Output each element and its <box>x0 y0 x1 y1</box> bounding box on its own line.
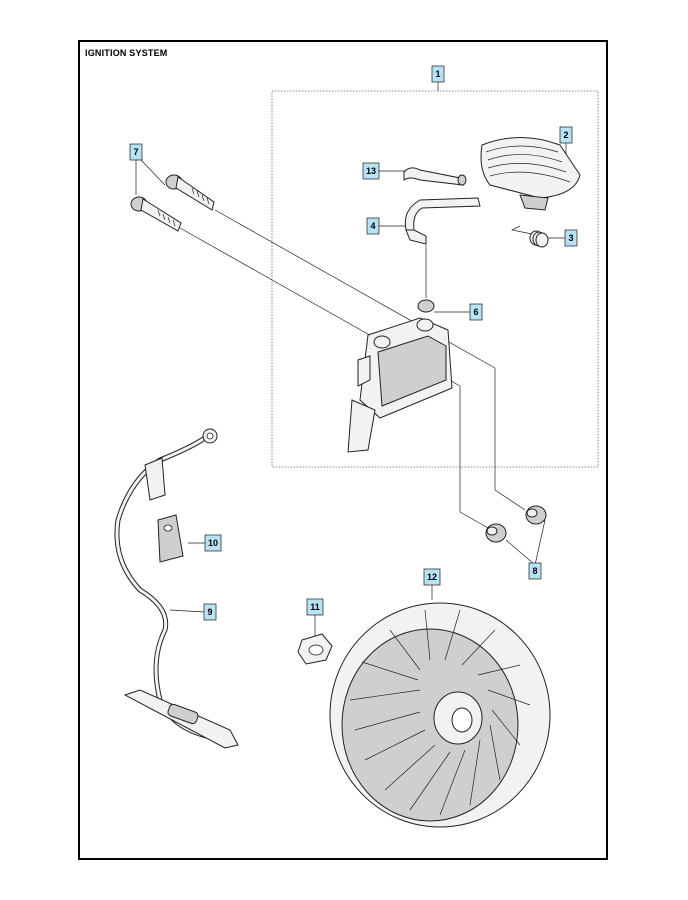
callout-3: 3 <box>564 229 578 247</box>
wire-clip <box>157 514 184 563</box>
svg-text:6: 6 <box>473 307 478 317</box>
callout-4: 4 <box>366 217 380 235</box>
wire-clip-hole <box>163 524 173 532</box>
screw-upper <box>165 174 215 211</box>
flywheel <box>329 602 551 828</box>
svg-text:2: 2 <box>563 130 568 140</box>
ignition-module <box>347 317 453 453</box>
spacer-lower <box>485 523 507 543</box>
button-cover <box>480 137 581 211</box>
callout-9: 9 <box>203 603 217 621</box>
svg-text:13: 13 <box>366 166 376 176</box>
callout-2: 2 <box>559 126 573 144</box>
grommet <box>417 299 435 313</box>
hose-13-end <box>457 174 467 186</box>
svg-text:7: 7 <box>133 147 138 157</box>
svg-text:4: 4 <box>370 221 375 231</box>
callout-10: 10 <box>204 534 222 552</box>
wire-harness <box>114 428 239 749</box>
ignition-module-group-box <box>271 90 599 468</box>
svg-text:9: 9 <box>207 607 212 617</box>
diagram-frame <box>78 40 608 860</box>
hose-13 <box>403 167 464 186</box>
alignment-lines <box>179 209 526 529</box>
svg-text:3: 3 <box>568 233 573 243</box>
callout-8: 8 <box>528 562 542 580</box>
svg-text:10: 10 <box>208 538 218 548</box>
hose-4-elbow <box>405 229 427 245</box>
svg-text:12: 12 <box>427 572 437 582</box>
svg-text:1: 1 <box>435 69 440 79</box>
hose-4 <box>404 197 481 231</box>
callout-6: 6 <box>469 303 483 321</box>
torsion-spring <box>510 225 549 248</box>
callout-1: 1 <box>431 65 445 83</box>
callout-12: 12 <box>423 568 441 586</box>
flywheel-nut <box>297 633 333 665</box>
callout-11: 11 <box>306 598 324 616</box>
screw-lower <box>130 196 182 232</box>
callout-13: 13 <box>362 162 380 180</box>
svg-text:8: 8 <box>532 566 537 576</box>
callout-7: 7 <box>129 143 143 161</box>
diagram-title: IGNITION SYSTEM <box>85 48 168 58</box>
svg-text:11: 11 <box>310 602 320 612</box>
leader-lines <box>135 82 567 640</box>
spacer-upper <box>525 505 547 525</box>
